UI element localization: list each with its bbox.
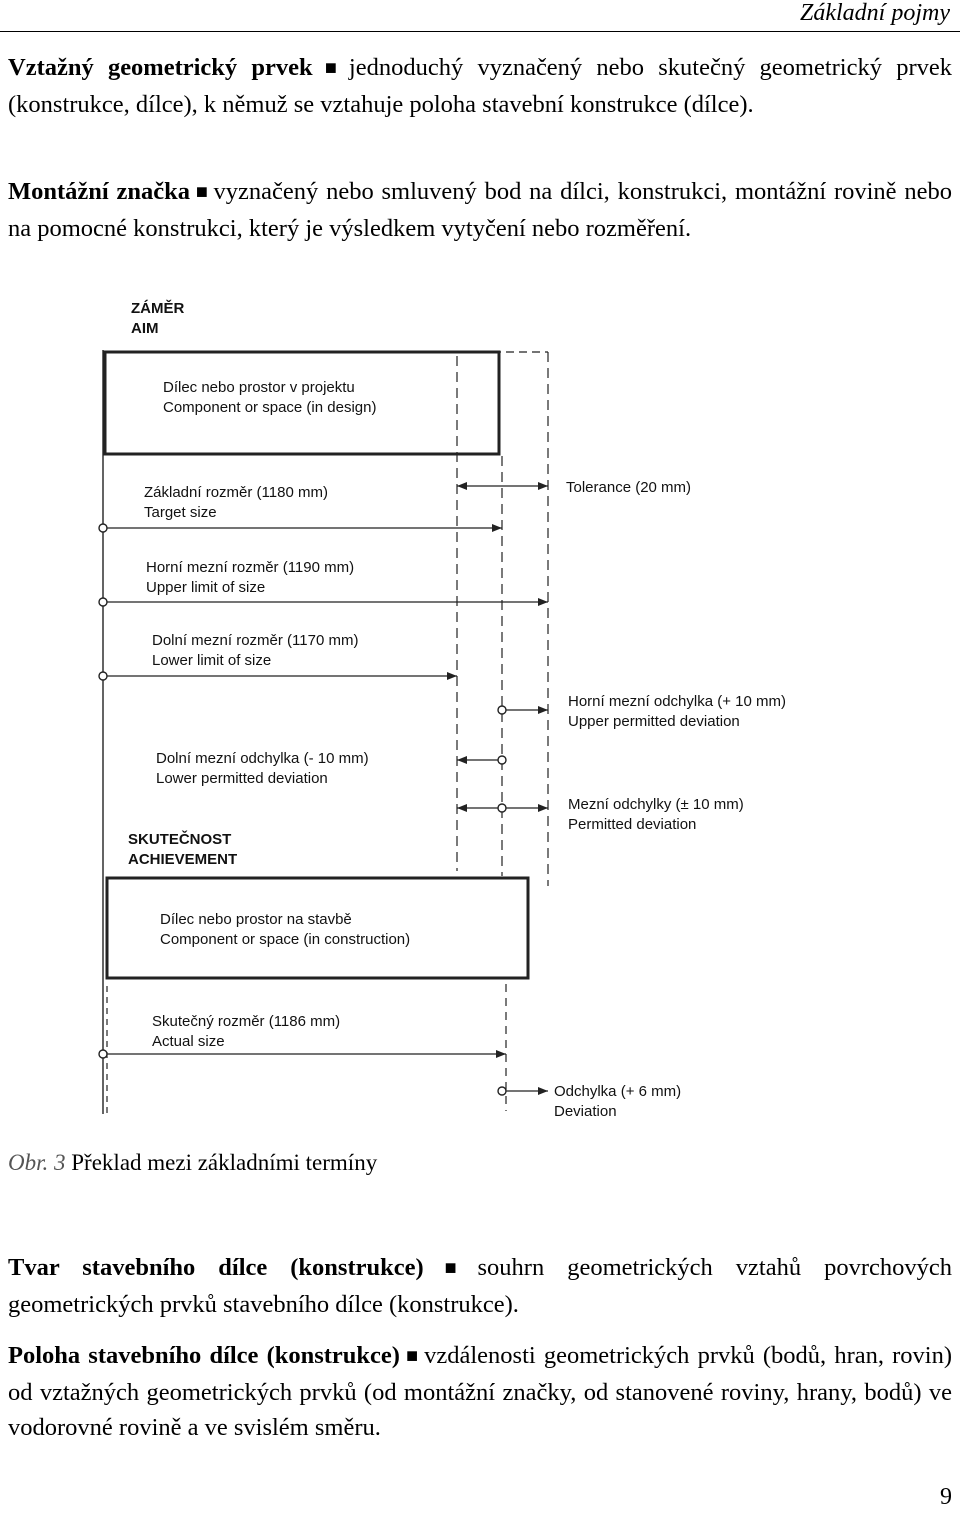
term: Vztažný geometrický prvek (8, 54, 313, 81)
tolerance-diagram (98, 350, 549, 1114)
definition-text: vzdálenosti geometrických prvků (bodů, h… (8, 1342, 952, 1441)
tolerance-figure: ZÁMĚR AIM Dílec nebo prostor v projektu … (88, 296, 868, 1126)
permitted-deviation-label: Mezní odchylky (± 10 mm) Permitted devia… (568, 795, 744, 835)
tolerance-label: Tolerance (20 mm) (566, 479, 692, 496)
target-size-label: Základní rozměr (1180 mm) Target size (144, 483, 328, 523)
definition-component-position: Poloha stavebního dílce (konstrukce)■vzd… (8, 1338, 952, 1445)
deviation-label: Odchylka (+ 6 mm) Deviation (554, 1082, 681, 1122)
upper-limit-en: Upper limit of size (146, 579, 266, 596)
design-component-en: Component or space (in design) (163, 399, 377, 416)
target-size-en: Target size (144, 504, 217, 521)
achievement-label: SKUTEČNOST ACHIEVEMENT (128, 830, 237, 870)
definition-component-shape: Tvar stavebního dílce (konstrukce)■souhr… (8, 1250, 952, 1322)
term: Montážní značka (8, 178, 191, 205)
construction-component-en: Component or space (in construction) (160, 931, 411, 948)
square-separator-icon: ■ (194, 181, 210, 203)
square-separator-icon: ■ (427, 1257, 474, 1279)
square-separator-icon: ■ (316, 57, 345, 79)
actual-size-cz: Skutečný rozměr (1186 mm) (152, 1013, 341, 1030)
upper-limit-cz: Horní mezní rozměr (1190 mm) (146, 559, 355, 576)
design-component-label: Dílec nebo prostor v projektu Component … (163, 378, 376, 418)
upper-dev-cz: Horní mezní odchylka (+ 10 mm) (568, 693, 786, 710)
definition-text: jednoduchý vyznačený nebo skutečný geome… (8, 54, 952, 118)
construction-component-box (105, 876, 530, 980)
aim-label: ZÁMĚR AIM (131, 299, 184, 339)
construction-component-label: Dílec nebo prostor na stavbě Component o… (160, 910, 410, 950)
term: Poloha stavebního dílce (konstrukce) (8, 1342, 400, 1369)
header-title: Základní pojmy (800, 0, 950, 26)
actual-size-label: Skutečný rozměr (1186 mm) Actual size (152, 1012, 340, 1052)
permitted-dev-en: Permitted deviation (568, 816, 697, 833)
lower-limit-en: Lower limit of size (152, 652, 272, 669)
term: Tvar stavebního dílce (konstrukce) (8, 1254, 424, 1281)
actual-size-en: Actual size (152, 1033, 225, 1050)
figure-caption: Obr. 3 Překlad mezi základními termíny (8, 1150, 377, 1176)
deviation-en: Deviation (554, 1103, 617, 1120)
caption-prefix: Obr. 3 (8, 1150, 66, 1175)
lower-limit-cz: Dolní mezní rozměr (1170 mm) (152, 632, 359, 649)
definition-reference-element: Vztažný geometrický prvek■jednoduchý vyz… (8, 50, 952, 122)
upper-dev-en: Upper permitted deviation (568, 713, 740, 730)
upper-deviation-label: Horní mezní odchylka (+ 10 mm) Upper per… (568, 692, 786, 732)
construction-component-cz: Dílec nebo prostor na stavbě (160, 911, 352, 928)
lower-dev-cz: Dolní mezní odchylka (- 10 mm) (156, 750, 369, 767)
page-header: Základní pojmy (0, 0, 960, 32)
lower-deviation-label: Dolní mezní odchylka (- 10 mm) Lower per… (156, 749, 369, 789)
square-separator-icon: ■ (403, 1345, 421, 1367)
target-size-cz: Základní rozměr (1180 mm) (144, 484, 328, 501)
achievement-cz: SKUTEČNOST (128, 831, 232, 848)
lower-limit-label: Dolní mezní rozměr (1170 mm) Lower limit… (152, 631, 358, 671)
achievement-en: ACHIEVEMENT (128, 851, 238, 868)
aim-en: AIM (131, 320, 159, 337)
lower-dev-en: Lower permitted deviation (156, 770, 328, 787)
design-component-cz: Dílec nebo prostor v projektu (163, 379, 355, 396)
deviation-cz: Odchylka (+ 6 mm) (554, 1083, 682, 1100)
aim-cz: ZÁMĚR (131, 300, 185, 317)
permitted-dev-cz: Mezní odchylky (± 10 mm) (568, 796, 744, 813)
definition-text: vyznačený nebo smluvený bod na dílci, ko… (8, 178, 952, 242)
upper-limit-label: Horní mezní rozměr (1190 mm) Upper limit… (146, 558, 354, 598)
definition-assembly-mark: Montážní značka■vyznačený nebo smluvený … (8, 174, 952, 246)
page-number: 9 (940, 1484, 952, 1510)
definition-text: souhrn geometrických vztahů povrchových … (8, 1254, 952, 1318)
caption-text: Překlad mezi základními termíny (71, 1150, 378, 1175)
